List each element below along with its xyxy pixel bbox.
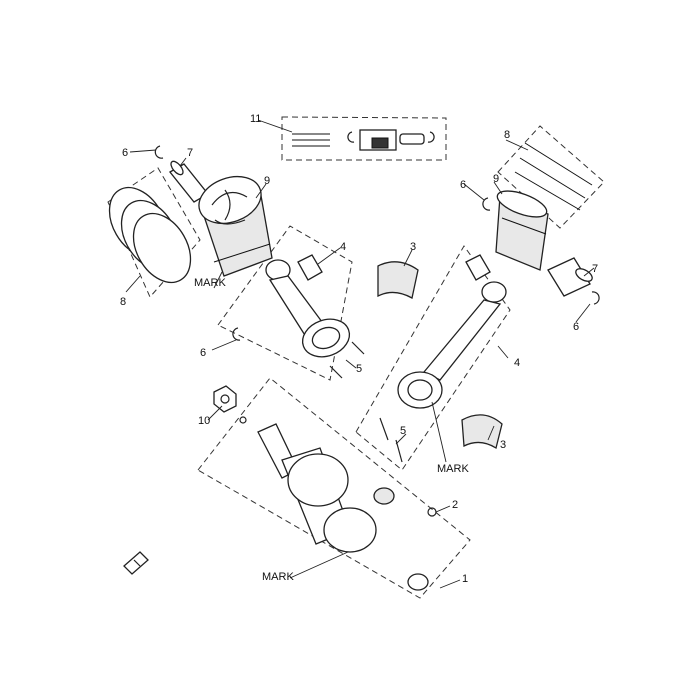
callout-5: 5 [356, 363, 362, 375]
mark-label-piston: MARK [194, 277, 226, 289]
crank-washer [239, 416, 247, 424]
crank-nut [213, 385, 237, 413]
crank-gear [373, 487, 395, 505]
left-clip-lower [232, 327, 241, 341]
group-outline-crankshaft [197, 377, 471, 599]
callout-4: 4 [340, 241, 346, 253]
leader-lines [125, 119, 595, 589]
mark-label-crank: MARK [262, 571, 294, 583]
callout-8: 8 [120, 296, 126, 308]
group-outline-rings-right [497, 125, 605, 229]
right-piston-rings [514, 142, 593, 211]
callout-7: 7 [187, 147, 193, 159]
callout-2: 2 [452, 499, 458, 511]
left-piston-rings [108, 186, 192, 284]
left-clip-upper [154, 145, 164, 159]
right-connecting-rod [397, 281, 507, 409]
callout-4: 4 [514, 357, 520, 369]
callout-3: 3 [500, 439, 506, 451]
callout-9: 9 [493, 173, 499, 185]
right-clip-lower [591, 291, 600, 305]
group-outline-rod-right [355, 245, 511, 471]
callout-8: 8 [504, 129, 510, 141]
left-rod-small-end-bushing [297, 254, 323, 281]
callout-5: 5 [400, 425, 406, 437]
right-clip-upper [482, 197, 491, 211]
group-outline-rings-left [107, 167, 201, 298]
left-piston [198, 175, 273, 277]
callout-6: 6 [460, 179, 466, 191]
group-outline-kit-11 [281, 116, 447, 161]
left-rod-bolts [329, 341, 365, 379]
callout-6: 6 [573, 321, 579, 333]
right-bearing-shell [461, 414, 503, 450]
right-piston-pin [547, 257, 593, 297]
callout-10: 10 [198, 415, 210, 427]
left-connecting-rod [265, 259, 351, 358]
callout-6: 6 [122, 147, 128, 159]
front-arrow-icon [123, 551, 149, 575]
crankshaft [257, 423, 429, 591]
right-piston [495, 190, 549, 271]
callout-11: 11 [250, 113, 261, 125]
mark-label-rod: MARK [437, 463, 469, 475]
callout-9: 9 [264, 175, 270, 187]
callout-6: 6 [200, 347, 206, 359]
callout-7: 7 [592, 263, 598, 275]
left-bearing-shell [377, 261, 419, 299]
callout-3: 3 [410, 241, 416, 253]
right-rod-bolts [379, 417, 403, 463]
kit-11-contents [292, 129, 435, 151]
callout-1: 1 [462, 573, 468, 585]
right-rod-small-end-bushing [465, 254, 491, 281]
